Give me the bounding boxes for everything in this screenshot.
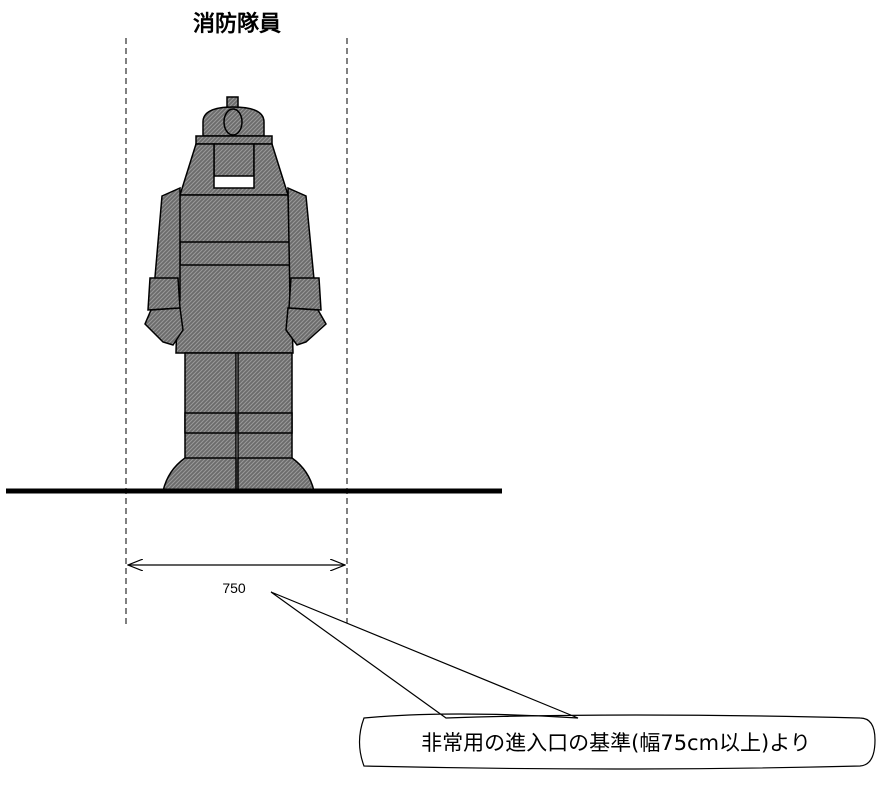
jacket-body [175,194,294,354]
face-shield [213,143,255,177]
left-boot [162,457,237,492]
chest-band [179,241,291,266]
diagram-title: 消防隊員 [193,11,281,37]
helmet-brim [195,135,273,145]
dimension-label: 750 [222,580,246,596]
right-sleeve-band [288,277,322,311]
right-boot [237,457,315,492]
left-knee-band [184,412,237,434]
left-glove [144,307,184,346]
callout-bubble [270,591,876,770]
right-knee-band [237,412,293,434]
callout-text: 非常用の進入口の基準(幅75cm以上)より [421,731,811,755]
right-glove [285,307,327,346]
left-sleeve-band [147,277,181,311]
firefighter-figure [144,96,327,492]
helmet-badge [223,108,243,136]
